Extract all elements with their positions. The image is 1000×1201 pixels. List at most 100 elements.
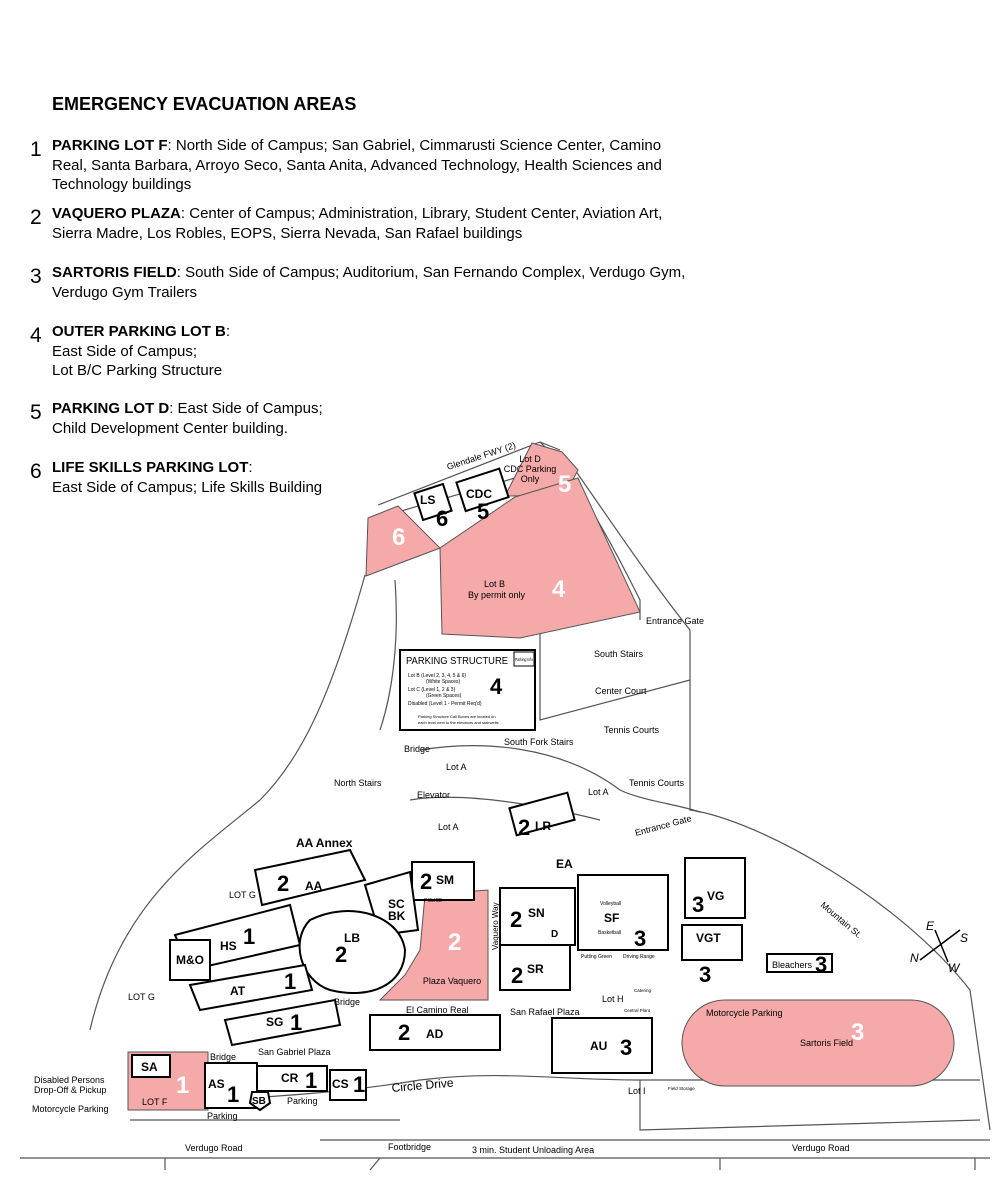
place-label: Bridge — [210, 1052, 236, 1062]
area-desc: : — [248, 459, 253, 476]
area-desc: East Side of Campus; — [52, 342, 198, 360]
svg-text:3: 3 — [851, 1019, 864, 1046]
area-number: 1 — [30, 138, 42, 161]
building-vg: VG — [707, 889, 724, 903]
lot-label: Lot B — [484, 579, 505, 589]
area-number: 6 — [30, 460, 42, 483]
area-name: VAQUERO PLAZA — [52, 205, 181, 222]
building-lb: LB — [344, 931, 360, 945]
building-sf: SF — [604, 911, 619, 925]
evac-area-sartoris-field — [681, 999, 955, 1087]
place-label: Putting Green — [581, 954, 612, 960]
place-label: San Rafael Plaza — [510, 1007, 580, 1017]
area-desc: : South Side of Campus; Auditorium, San … — [52, 264, 686, 301]
building-cs: CS — [332, 1077, 349, 1091]
page-title: EMERGENCY EVACUATION AREAS — [52, 94, 357, 114]
lot-label: Only — [521, 474, 540, 484]
svg-text:3: 3 — [620, 1035, 632, 1060]
lot-label: Lot A — [438, 822, 459, 832]
road-label: Entrance Gate — [634, 813, 693, 838]
svg-text:3: 3 — [692, 892, 704, 917]
lot-label: LOT G — [128, 992, 155, 1002]
svg-text:1: 1 — [305, 1068, 317, 1093]
compass-rose: E S N W — [910, 919, 968, 975]
compass-n: N — [910, 951, 919, 965]
place-label: South Fork Stairs — [504, 737, 574, 747]
area-desc: Lot B/C Parking Structure — [52, 362, 223, 379]
building-mo: M&O — [176, 953, 204, 967]
lot-label: CDC Parking — [504, 464, 557, 474]
building-at: AT — [230, 984, 246, 998]
lot-b-spaces: (White Spaces) — [426, 679, 461, 685]
lot-label: LOT G — [229, 890, 256, 900]
svg-text:3: 3 — [815, 952, 827, 977]
building-ea: EA — [556, 857, 573, 871]
place-label: Central Plant — [624, 1008, 651, 1013]
building-as: AS — [208, 1077, 225, 1091]
place-label: North Stairs — [334, 778, 382, 788]
svg-text:5: 5 — [558, 471, 571, 498]
parking-structure-title: PARKING STRUCTURE — [406, 655, 508, 667]
lot-b-levels: Lot B (Level 2, 3, 4, 5 & 6) — [408, 673, 466, 679]
lot-label: Lot I — [628, 1086, 646, 1096]
building-sn: SN — [528, 906, 545, 920]
svg-text:3: 3 — [634, 926, 646, 951]
place-label: Tennis Courts — [604, 725, 660, 735]
svg-text:2: 2 — [518, 815, 530, 840]
road-label: Footbridge — [388, 1142, 431, 1152]
callbox-note: each level next to the elevators and sta… — [418, 720, 500, 725]
place-label: Disabled Persons — [34, 1075, 105, 1085]
place-label: Volleyball — [600, 901, 621, 907]
place-label: Bleachers — [772, 960, 813, 970]
svg-text:2: 2 — [510, 907, 522, 932]
svg-text:4: 4 — [490, 674, 503, 699]
lot-label: Lot D — [519, 454, 541, 464]
place-label: Field Storage — [668, 1086, 695, 1091]
svg-text:2: 2 — [335, 942, 347, 967]
svg-text:1: 1 — [176, 1072, 189, 1099]
building-bk: BK — [388, 909, 406, 923]
area-name: PARKING LOT D — [52, 400, 170, 417]
place-label: Bridge — [334, 997, 360, 1007]
place-label: Catering — [634, 988, 652, 993]
place-label: San Gabriel Plaza — [258, 1047, 331, 1057]
disabled-levels: Disabled (Level 1 - Permit Req'd) — [408, 701, 482, 707]
lot-label: Lot H — [602, 994, 624, 1004]
lot-c-spaces: (Green Spaces) — [426, 693, 462, 699]
svg-text:1: 1 — [353, 1072, 365, 1097]
svg-text:4: 4 — [552, 576, 566, 603]
svg-text:6: 6 — [436, 506, 448, 531]
evac-area-lot-b — [439, 477, 641, 639]
place-label: Basketball — [598, 930, 621, 936]
svg-text:3: 3 — [699, 962, 711, 987]
roads — [20, 441, 991, 1171]
road-label: Entrance Gate — [646, 616, 704, 626]
building-aa: AA — [305, 879, 323, 893]
callbox-note: Parking Structure Call Boxes are located… — [418, 714, 496, 719]
building-d: D — [551, 929, 558, 940]
svg-text:2: 2 — [511, 963, 523, 988]
place-label: Bridge — [404, 744, 430, 754]
area-name: PARKING LOT F — [52, 137, 168, 154]
svg-text:2: 2 — [277, 871, 289, 896]
building-sr: SR — [527, 962, 544, 976]
lot-label: Lot A — [446, 762, 467, 772]
place-label: Drop-Off & Pickup — [34, 1085, 106, 1095]
road-label: Verdugo Road — [185, 1143, 243, 1153]
area-name: SARTORIS FIELD — [52, 264, 177, 281]
place-label: South Stairs — [594, 649, 644, 659]
building-au: AU — [590, 1039, 607, 1053]
place-label: Center Court — [595, 686, 647, 696]
road-label: Verdugo Road — [792, 1143, 850, 1153]
road-label: Vaquero Way — [491, 902, 500, 950]
svg-text:1: 1 — [290, 1010, 302, 1035]
road-label: Circle Drive — [391, 1076, 454, 1095]
place-label: POLICE — [424, 898, 443, 904]
area-desc: : East Side of Campus; — [169, 400, 323, 417]
building-sc: SC — [388, 897, 405, 911]
building-sg: SG — [266, 1015, 283, 1029]
place-label: Driving Range — [623, 954, 655, 960]
compass-s: S — [960, 931, 968, 945]
parking-structure: PARKING STRUCTURE Parking Info Lot B (Le… — [406, 651, 535, 725]
